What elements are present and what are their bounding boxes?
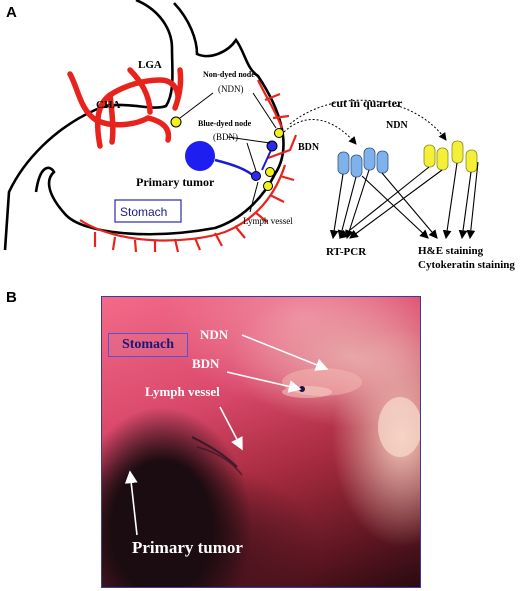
non-dyed-node-4 bbox=[263, 181, 273, 191]
rt-pcr-label: RT-PCR bbox=[326, 246, 367, 258]
blue-dyed-node-2 bbox=[251, 171, 261, 181]
stomach-box bbox=[114, 199, 182, 223]
non-dyed-node-2 bbox=[274, 128, 284, 138]
ndn-photo-label: NDN bbox=[200, 327, 229, 342]
panel-a-diagram: LGA CHA Non-dyed node (NDN) Blue-dyed no… bbox=[3, 0, 515, 271]
ndn-quarters bbox=[423, 140, 478, 173]
lymph-vessel-line bbox=[214, 158, 257, 179]
cut-ndn-arrow bbox=[289, 99, 447, 141]
he-staining-label: H&E staining bbox=[418, 245, 484, 257]
stomach-photo-label: Stomach bbox=[108, 333, 188, 357]
non-dyed-node-abbr: (NDN) bbox=[218, 84, 244, 94]
panel-a-letter: A bbox=[6, 4, 17, 21]
cytokeratin-staining-label: Cytokeratin staining bbox=[418, 259, 515, 271]
stomach-outer-wall bbox=[3, 0, 174, 251]
blue-dyed-node-1 bbox=[266, 140, 278, 152]
ndn-arrow bbox=[241, 334, 329, 371]
stomach-greater-curvature bbox=[34, 2, 285, 236]
blue-dyed-node-abbr: (BDN) bbox=[213, 132, 238, 142]
cut-bdn-arrow bbox=[283, 119, 357, 145]
cha-label: CHA bbox=[96, 99, 121, 111]
bdn-label: BDN bbox=[298, 142, 320, 153]
lga-label: LGA bbox=[138, 59, 162, 71]
bdn-quarters bbox=[337, 147, 389, 178]
cut-in-quarter-label: cut in quarter bbox=[331, 96, 403, 110]
stomach-label: Stomach bbox=[120, 205, 167, 219]
primary-tumor-label: Primary tumor bbox=[136, 175, 215, 189]
surgical-photo: Stomach NDN BDN Lymph vessel Primary tum… bbox=[101, 296, 421, 588]
non-dyed-node-label: Non-dyed node bbox=[203, 70, 255, 79]
gastric-arteries bbox=[67, 67, 184, 149]
non-dyed-node-1 bbox=[170, 116, 182, 128]
primary-tumor-photo-label: Primary tumor bbox=[132, 538, 243, 557]
non-dyed-node-3 bbox=[265, 167, 275, 177]
gastroepiploic-arteries bbox=[79, 79, 298, 253]
primary-tumor-arrow bbox=[124, 470, 138, 536]
lymph-vessel-arrow bbox=[219, 406, 243, 451]
lymph-vessel-label: Lymph vessel bbox=[243, 216, 293, 226]
lymph-vessel-photo-label: Lymph vessel bbox=[145, 384, 220, 399]
bdn-arrow bbox=[226, 371, 302, 393]
primary-tumor-mass bbox=[185, 141, 215, 171]
panel-b-letter: B bbox=[6, 289, 17, 306]
blue-dyed-node-label: Blue-dyed node bbox=[198, 119, 252, 128]
ndn-label: NDN bbox=[386, 120, 408, 131]
bdn-photo-label: BDN bbox=[192, 356, 220, 371]
